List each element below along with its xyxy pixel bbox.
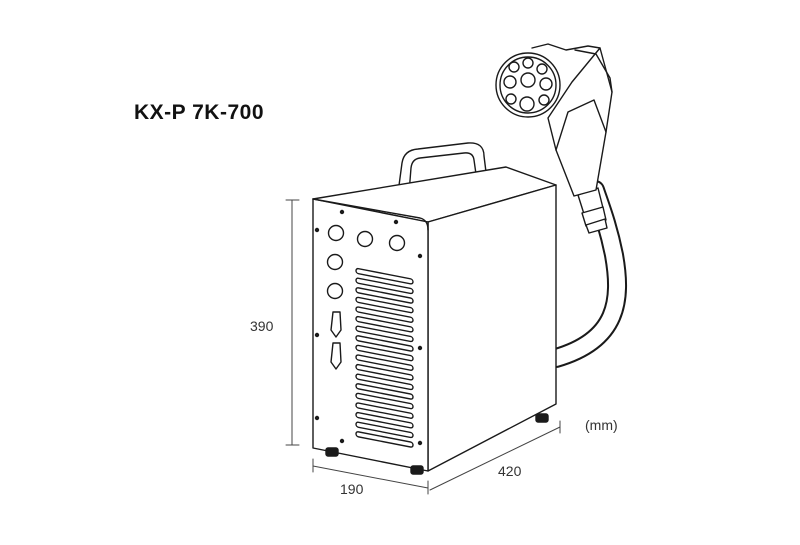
panel-gauge	[388, 234, 406, 252]
vent-slot	[355, 373, 414, 391]
vent-slot	[355, 431, 414, 448]
panel-gauge	[326, 282, 344, 300]
vent-slot	[355, 421, 414, 439]
foot	[535, 413, 549, 423]
vent-slot	[355, 325, 414, 343]
vent-slot	[355, 402, 414, 419]
vent-slot	[355, 411, 414, 429]
vent-slot	[355, 287, 414, 304]
vent-slot	[355, 315, 414, 333]
unit-label: (mm)	[585, 417, 618, 433]
vent-slot	[355, 383, 414, 400]
model-label: KX-P 7K-700	[134, 101, 265, 124]
box-side	[427, 184, 557, 472]
vent-slot	[355, 335, 414, 352]
box-front	[312, 198, 429, 472]
vent-slot	[355, 306, 414, 323]
foot	[325, 447, 339, 457]
vent-slot	[355, 363, 414, 381]
width-dimension-line	[312, 458, 429, 495]
width-dimension-label: 190	[340, 481, 364, 497]
vent-slot	[355, 354, 414, 371]
connector-head	[495, 52, 561, 118]
panel-gauge	[327, 224, 345, 242]
height-dimension-label: 390	[250, 318, 274, 334]
vent-slot	[355, 392, 414, 410]
vent-grille	[355, 267, 414, 448]
panel-socket	[330, 311, 342, 338]
depth-dimension-label: 420	[498, 463, 522, 479]
depth-dimension-line	[429, 420, 561, 491]
foot	[410, 465, 424, 475]
vent-slot	[355, 277, 414, 295]
vent-slot	[355, 296, 414, 314]
vent-slot	[355, 267, 414, 285]
panel-gauge	[356, 230, 374, 248]
panel-socket	[330, 342, 342, 370]
height-dimension-line	[285, 199, 300, 446]
panel-gauge	[326, 253, 344, 271]
vent-slot	[355, 344, 414, 362]
